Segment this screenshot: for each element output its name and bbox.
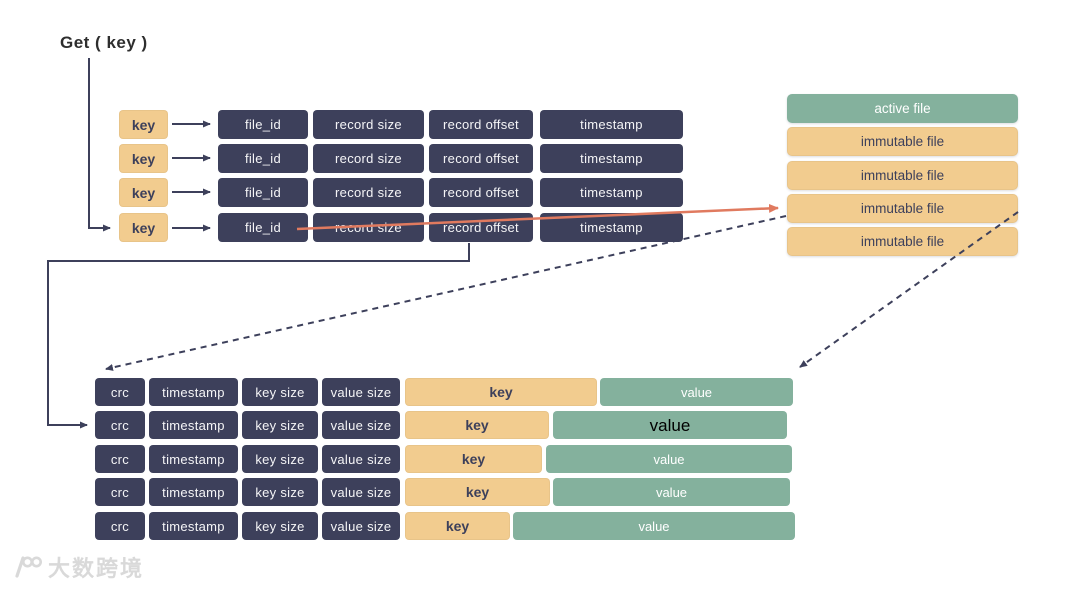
index-cell-record-size: record size <box>313 213 424 242</box>
record-cell-value: value <box>553 478 790 506</box>
page-title: Get ( key ) <box>60 33 148 52</box>
record-cell-timestamp: timestamp <box>149 512 238 540</box>
immutable-file-box-target: immutable file <box>787 194 1018 223</box>
index-cell-record-size: record size <box>313 110 424 139</box>
record-cell-value-size: value size <box>322 478 400 506</box>
hash-key-box: key <box>119 178 168 207</box>
record-cell-value: value <box>513 512 795 540</box>
get-to-key-arrow <box>88 58 111 232</box>
index-cell-timestamp: timestamp <box>540 178 683 207</box>
index-cell-timestamp: timestamp <box>540 213 683 242</box>
index-cell-file-id: file_id <box>218 110 308 139</box>
active-file-box: active file <box>787 94 1018 123</box>
record-cell-key: key <box>405 411 549 439</box>
brand-name: 大数跨境 <box>48 556 145 581</box>
hash-key-box: key <box>119 110 168 139</box>
record-cell-timestamp: timestamp <box>149 411 238 439</box>
index-cell-timestamp: timestamp <box>540 110 683 139</box>
record-cell-value-highlighted: value <box>553 411 787 439</box>
record-cell-value: value <box>546 445 792 473</box>
index-cell-record-offset: record offset <box>429 110 533 139</box>
record-cell-key-size: key size <box>242 512 318 540</box>
index-cell-file-id: file_id <box>218 144 308 173</box>
record-cell-key: key <box>405 478 550 506</box>
index-cell-timestamp: timestamp <box>540 144 683 173</box>
record-cell-key-size: key size <box>242 378 318 406</box>
record-cell-key: key <box>405 378 597 406</box>
record-cell-key: key <box>405 512 510 540</box>
immutable-file-box: immutable file <box>787 127 1018 156</box>
record-cell-timestamp: timestamp <box>149 445 238 473</box>
index-cell-record-offset: record offset <box>429 144 533 173</box>
immutable-file-box: immutable file <box>787 161 1018 190</box>
record-cell-crc: crc <box>95 512 145 540</box>
index-cell-file-id: file_id <box>218 178 308 207</box>
record-cell-value: value <box>600 378 793 406</box>
record-cell-key-size: key size <box>242 411 318 439</box>
record-cell-crc: crc <box>95 378 145 406</box>
index-cell-file-id: file_id <box>218 213 308 242</box>
index-cell-record-offset: record offset <box>429 178 533 207</box>
record-cell-crc: crc <box>95 478 145 506</box>
record-cell-key-size: key size <box>242 445 318 473</box>
record-cell-timestamp: timestamp <box>149 378 238 406</box>
record-cell-value-size: value size <box>322 411 400 439</box>
brand-logo-icon <box>15 556 42 578</box>
record-cell-crc: crc <box>95 411 145 439</box>
hash-key-box: key <box>119 144 168 173</box>
record-cell-value-size: value size <box>322 445 400 473</box>
record-cell-value-size: value size <box>322 378 400 406</box>
index-cell-record-size: record size <box>313 144 424 173</box>
record-cell-crc: crc <box>95 445 145 473</box>
index-cell-record-size: record size <box>313 178 424 207</box>
record-cell-timestamp: timestamp <box>149 478 238 506</box>
record-cell-value-size: value size <box>322 512 400 540</box>
immutable-file-box: immutable file <box>787 227 1018 256</box>
record-cell-key: key <box>405 445 542 473</box>
index-cell-record-offset: record offset <box>429 213 533 242</box>
hash-key-box: key <box>119 213 168 242</box>
watermark: 大数跨境 <box>8 551 144 583</box>
record-cell-key-size: key size <box>242 478 318 506</box>
